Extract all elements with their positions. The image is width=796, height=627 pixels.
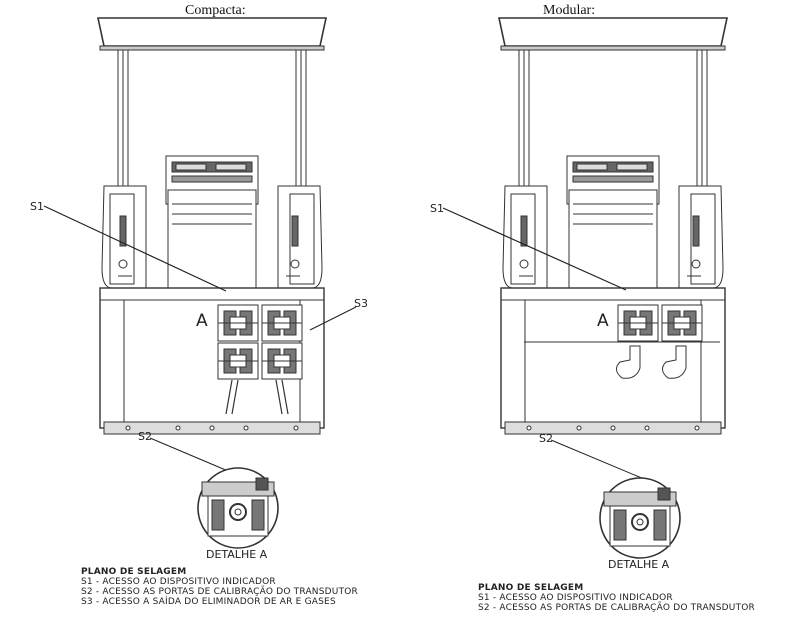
modular-s1-label: S1 <box>430 202 444 215</box>
compact-s2-label: S2 <box>138 430 152 443</box>
modular-s2-label: S2 <box>539 432 553 445</box>
modular-legend-heading: PLANO DE SELAGEM <box>478 583 584 593</box>
modular-outlet-1 <box>616 345 641 379</box>
compact-meter-3 <box>217 342 259 380</box>
modular-meter-2 <box>661 304 703 342</box>
compact-s3-label: S3 <box>354 297 368 310</box>
compact-s1-label: S1 <box>30 200 44 213</box>
modular-outlet-2 <box>662 345 687 379</box>
modular-legend-item-s1: S1 - ACESSO AO DISPOSITIVO INDICADOR <box>478 593 673 603</box>
compact-meter-1 <box>217 304 259 342</box>
modular-meter-1 <box>617 304 659 342</box>
compact-legend: PLANO DE SELAGEM S1 - ACESSO AO DISPOSIT… <box>81 567 358 607</box>
compact-legend-heading: PLANO DE SELAGEM <box>81 567 187 577</box>
modular-legend: PLANO DE SELAGEM S1 - ACESSO AO DISPOSIT… <box>478 583 755 613</box>
compact-legend-item-s2: S2 - ACESSO AS PORTAS DE CALIBRAÇÃO DO T… <box>81 587 359 597</box>
compact-meter-2 <box>261 304 303 342</box>
compact-detail-a <box>197 467 279 549</box>
compact-legend-item-s3: S3 - ACESSO A SAÍDA DO ELIMINADOR DE AR … <box>81 597 336 607</box>
compact-legend-item-s1: S1 - ACESSO AO DISPOSITIVO INDICADOR <box>81 577 276 587</box>
compact-a-label: A <box>196 311 208 331</box>
modular-dispenser <box>498 17 728 435</box>
compact-s3-leader <box>309 306 357 331</box>
modular-a-label: A <box>597 311 609 331</box>
compact-title: Compacta: <box>185 3 246 18</box>
modular-legend-item-s2: S2 - ACESSO AS PORTAS DE CALIBRAÇÃO DO T… <box>478 603 756 613</box>
modular-detail-caption: DETALHE A <box>608 558 670 571</box>
modular-detail-a <box>599 477 681 559</box>
compact-meter-4 <box>261 342 303 380</box>
modular-s2-leader <box>550 439 657 485</box>
compact-s1-leader <box>43 205 227 292</box>
modular-title: Modular: <box>543 3 596 18</box>
compact-detail-caption: DETALHE A <box>206 548 268 561</box>
modular-s1-leader <box>442 207 627 291</box>
